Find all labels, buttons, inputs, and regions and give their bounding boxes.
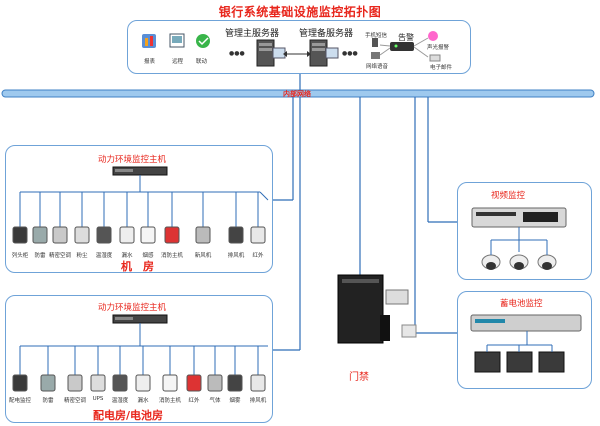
room2-device-label: 精密空调 [63,398,86,404]
sms-label: 手机短信 [365,33,388,39]
room1-device-icon [96,226,112,244]
room1-device-icon [32,226,48,244]
room2-device-icon [67,374,83,392]
room2-device-label: 配电监控 [8,398,31,404]
room2-device-label: 防雷 [42,398,54,404]
room2-device-label: 烟雾 [229,398,241,404]
room1-device-icon [12,226,28,244]
room1-device-label: 粉尘 [76,253,88,259]
room2-device-icon [12,374,28,392]
room2-device-icon [112,374,128,392]
dots-right: ●●● [342,50,358,57]
room2-device-icon [207,374,223,392]
room1-device-label: 精密空调 [48,253,71,259]
room1-device-icon [140,226,156,244]
voice-label: 网络语音 [366,64,389,70]
room1-name: 机 房 [121,260,154,273]
server-main-label: 管理主服务器 [225,29,280,39]
server-backup-label: 管理备服务器 [299,29,354,39]
room1-device-icon [164,226,180,244]
room1-host-label: 动力环境监控主机 [98,155,167,165]
room2-device-label: 排风机 [249,398,267,404]
linkage-label: 联动 [196,59,208,65]
dots-left: ●●● [229,50,245,57]
room1-device-label: 烟感 [142,253,154,259]
room1-device-icon [195,226,211,244]
room1-device-icon [119,226,135,244]
alarm-label: 告警 [398,33,414,42]
room2-name: 配电房/电池房 [93,409,164,422]
room1-device-label: 漏水 [121,253,133,259]
room2-device-label: 温湿度 [111,398,129,404]
remote-label: 远程 [172,59,184,65]
room1-device-icon [228,226,244,244]
video-title: 视频监控 [491,191,526,201]
room1-device-label: 红外 [252,253,264,259]
room2-device-label: 红外 [188,398,200,404]
room1-device-label: 新风机 [194,253,212,259]
door-title: 门禁 [349,372,369,383]
machine-room-panel [5,145,273,273]
network-label: 内部网络 [283,90,311,98]
room1-device-icon [250,226,266,244]
page-title: 银行系统基础设施监控拓扑图 [218,5,382,19]
room1-device-label: 排风机 [227,253,245,259]
room1-device-label: 消防主机 [160,253,183,259]
battery-panel [457,291,592,389]
room1-device-label: 温湿度 [95,253,113,259]
battery-title: 蓄电池监控 [500,299,543,309]
room1-device-icon [74,226,90,244]
room2-device-icon [162,374,178,392]
room1-device-label: 防雷 [34,253,46,259]
room2-device-icon [40,374,56,392]
report-label: 报表 [144,59,156,65]
room2-device-label: UPS [92,396,104,402]
email-label: 电子邮件 [430,65,453,71]
room2-host-label: 动力环境监控主机 [98,303,167,313]
room2-device-icon [227,374,243,392]
room2-device-label: 消防主机 [158,398,181,404]
soundlight-label: 声光报警 [427,45,450,51]
room2-device-icon [90,374,106,392]
room1-device-label: 列头柜 [11,253,29,259]
room1-device-icon [52,226,68,244]
room2-device-label: 气体 [209,398,221,404]
room2-device-icon [250,374,266,392]
room2-device-label: 漏水 [137,398,149,404]
room2-device-icon [186,374,202,392]
room2-device-icon [135,374,151,392]
